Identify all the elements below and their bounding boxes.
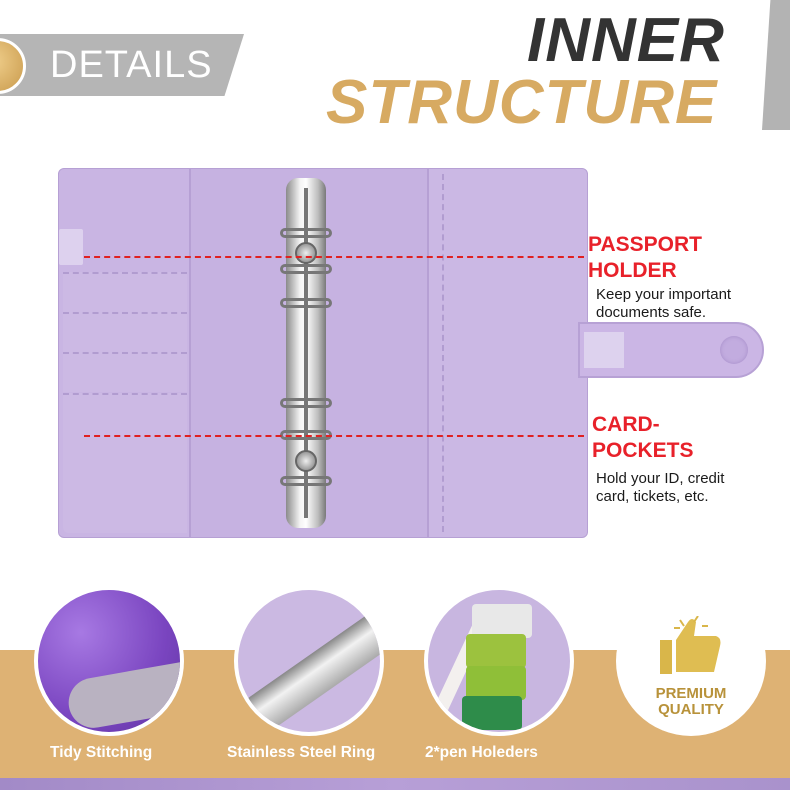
thumbs-up-icon xyxy=(660,616,721,674)
details-banner: DETAILS xyxy=(0,34,244,96)
elastic-band xyxy=(59,229,83,265)
binder-ring xyxy=(280,398,332,408)
passport-desc-1: Keep your important xyxy=(596,286,732,303)
card-pocket xyxy=(63,272,187,312)
card-pockets-desc-2: card, tickets, etc. xyxy=(596,488,709,505)
card xyxy=(466,666,526,700)
passport-title-1: PASSPORT xyxy=(588,233,702,256)
binder-ring xyxy=(280,476,332,486)
card-pockets-callout-line xyxy=(84,435,584,437)
card-pocket xyxy=(63,352,187,392)
card-pocket xyxy=(63,312,187,352)
strap-elastic xyxy=(584,332,624,368)
stitching-closeup-image xyxy=(34,586,184,736)
card-pockets-title-2: POCKETS xyxy=(592,439,694,462)
large-pocket xyxy=(63,393,187,533)
passport-pocket-seam xyxy=(442,174,444,532)
binder-right-panel xyxy=(428,168,588,538)
passport-callout-line xyxy=(84,256,584,258)
card-pockets-title-1: CARD- xyxy=(592,413,660,436)
feature-label-stitching: Tidy Stitching xyxy=(50,744,153,761)
card xyxy=(462,696,522,730)
passport-title-2: HOLDER xyxy=(588,259,677,282)
binder-ring xyxy=(280,228,332,238)
gray-tab-decoration xyxy=(762,0,790,130)
card-pockets-desc-1: Hold your ID, credit xyxy=(596,470,725,487)
feature-label-ring: Stainless Steel Ring xyxy=(227,744,376,761)
title-structure: STRUCTURE xyxy=(326,68,718,137)
pen-holder-cards-image xyxy=(424,586,574,736)
rivet xyxy=(295,242,317,264)
snap-strap xyxy=(578,322,764,378)
quality-label: QUALITY xyxy=(658,701,724,718)
details-label: DETAILS xyxy=(50,44,213,86)
rivet xyxy=(295,450,317,472)
premium-label: PREMIUM xyxy=(655,685,727,702)
binder-left-panel xyxy=(58,168,190,538)
title-inner: INNER xyxy=(527,6,725,75)
ring-rod xyxy=(304,188,308,518)
snap-button xyxy=(720,336,748,364)
binder-ring xyxy=(280,264,332,274)
banner-bar xyxy=(0,34,244,96)
purple-footer-strip xyxy=(0,778,790,790)
feature-label-pen-holders: 2*pen Holeders xyxy=(425,744,538,761)
binder-image xyxy=(58,168,588,538)
card xyxy=(472,604,532,638)
passport-desc-2: documents safe. xyxy=(596,304,707,321)
card xyxy=(466,634,526,668)
premium-quality-badge: PREMIUM QUALITY xyxy=(616,586,766,736)
binder-ring xyxy=(280,298,332,308)
binder-ring-closeup-image xyxy=(234,586,384,736)
